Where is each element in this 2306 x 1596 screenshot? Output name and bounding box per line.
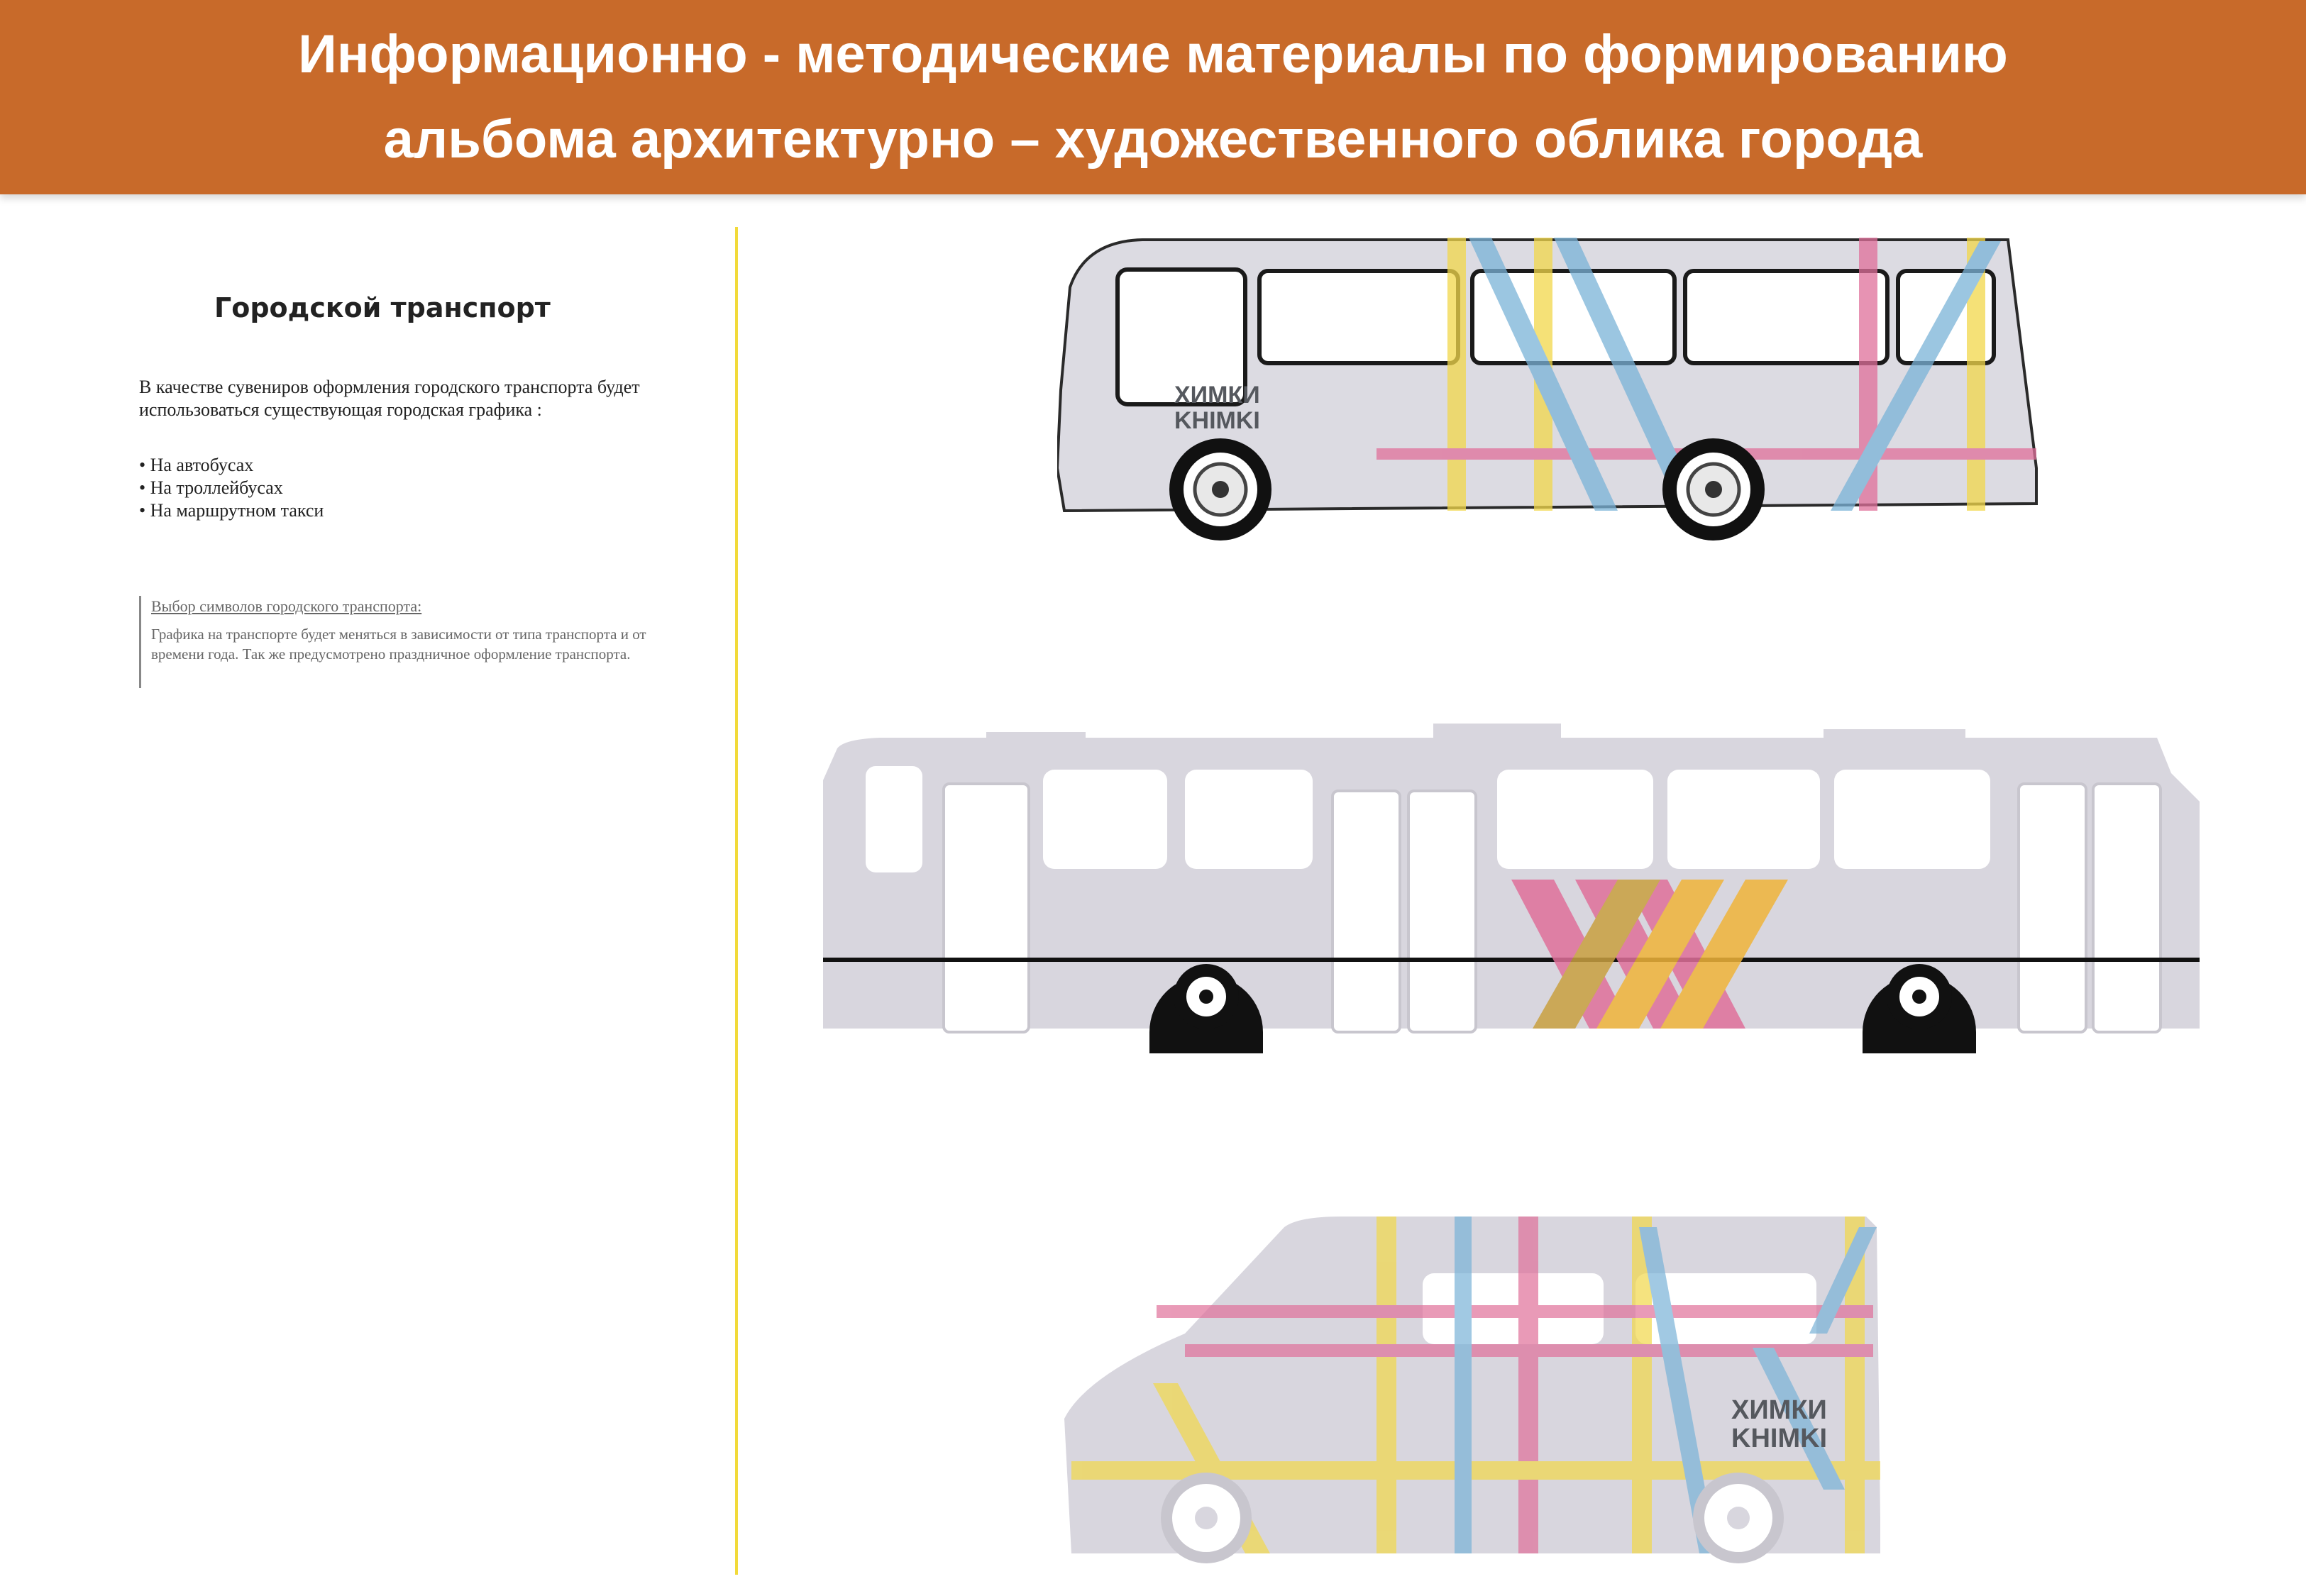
trolleybus-door: [2017, 782, 2087, 1033]
trolleybus-window: [1185, 770, 1313, 869]
trolleybus-door: [2092, 782, 2162, 1033]
page-header: Информационно - методические материалы п…: [0, 0, 2306, 194]
note-title: Выбор символов городского транспорта:: [151, 597, 422, 615]
trolleybus-window: [866, 766, 922, 872]
trolleybus-wheel: [1149, 964, 1263, 1053]
trolleybus-wheel: [1863, 964, 1976, 1053]
trolleybus-door: [1407, 789, 1477, 1033]
minibus-logo-line-2: KHIMKI: [1731, 1424, 1827, 1453]
note-block: Выбор символов городского транспорта: Гр…: [139, 596, 705, 688]
bus-logo-line-1: ХИМКИ: [1174, 382, 1260, 409]
transport-list: На автобусах На троллейбусах На маршрутн…: [139, 454, 324, 522]
bus-stripes: [1377, 238, 2036, 511]
trolleybus-stripes: [1511, 880, 1788, 1029]
header-title-line-1: Информационно - методические материалы п…: [298, 24, 2008, 84]
bus-window: [1257, 269, 1460, 365]
minibus-wheel: [1693, 1473, 1784, 1563]
minibus-logo-line-1: ХИМКИ: [1731, 1395, 1827, 1425]
trolleybus-door: [1331, 789, 1401, 1033]
bus-wheel: [1662, 438, 1765, 541]
trolleybus-window: [1667, 770, 1820, 869]
bus-wheel: [1169, 438, 1271, 541]
trolleybus-doors: [942, 782, 2162, 1033]
minibus-illustration: ХИМКИ KHIMKI: [1064, 1217, 1880, 1563]
bus-logo-line-2: KHIMKI: [1174, 407, 1260, 434]
trolleybus-illustration: [823, 724, 2200, 1053]
trolleybus-door: [942, 782, 1030, 1033]
vertical-divider: [735, 227, 738, 1575]
trolleybus-window: [1834, 770, 1990, 869]
trolleybus-windows: [866, 766, 1990, 872]
list-item: На троллейбусах: [139, 477, 324, 499]
trolleybus-window: [1043, 770, 1167, 869]
list-item: На автобусах: [139, 454, 324, 477]
bus-window: [1683, 269, 1890, 365]
trolleybus-trim: [823, 958, 2200, 962]
list-item: На маршрутном такси: [139, 499, 324, 522]
bus-window: [1115, 267, 1247, 406]
header-title-line-2: альбома архитектурно – художественного о…: [383, 109, 1923, 170]
section-intro: В качестве сувениров оформления городско…: [139, 377, 640, 420]
minibus-wheel: [1161, 1473, 1252, 1563]
bus-illustration: ХИМКИ KHIMKI: [1057, 238, 2038, 541]
trolleybus-window: [1497, 770, 1653, 869]
section-title: Городской транспорт: [214, 292, 551, 323]
note-text: Графика на транспорте будет меняться в з…: [151, 626, 646, 663]
